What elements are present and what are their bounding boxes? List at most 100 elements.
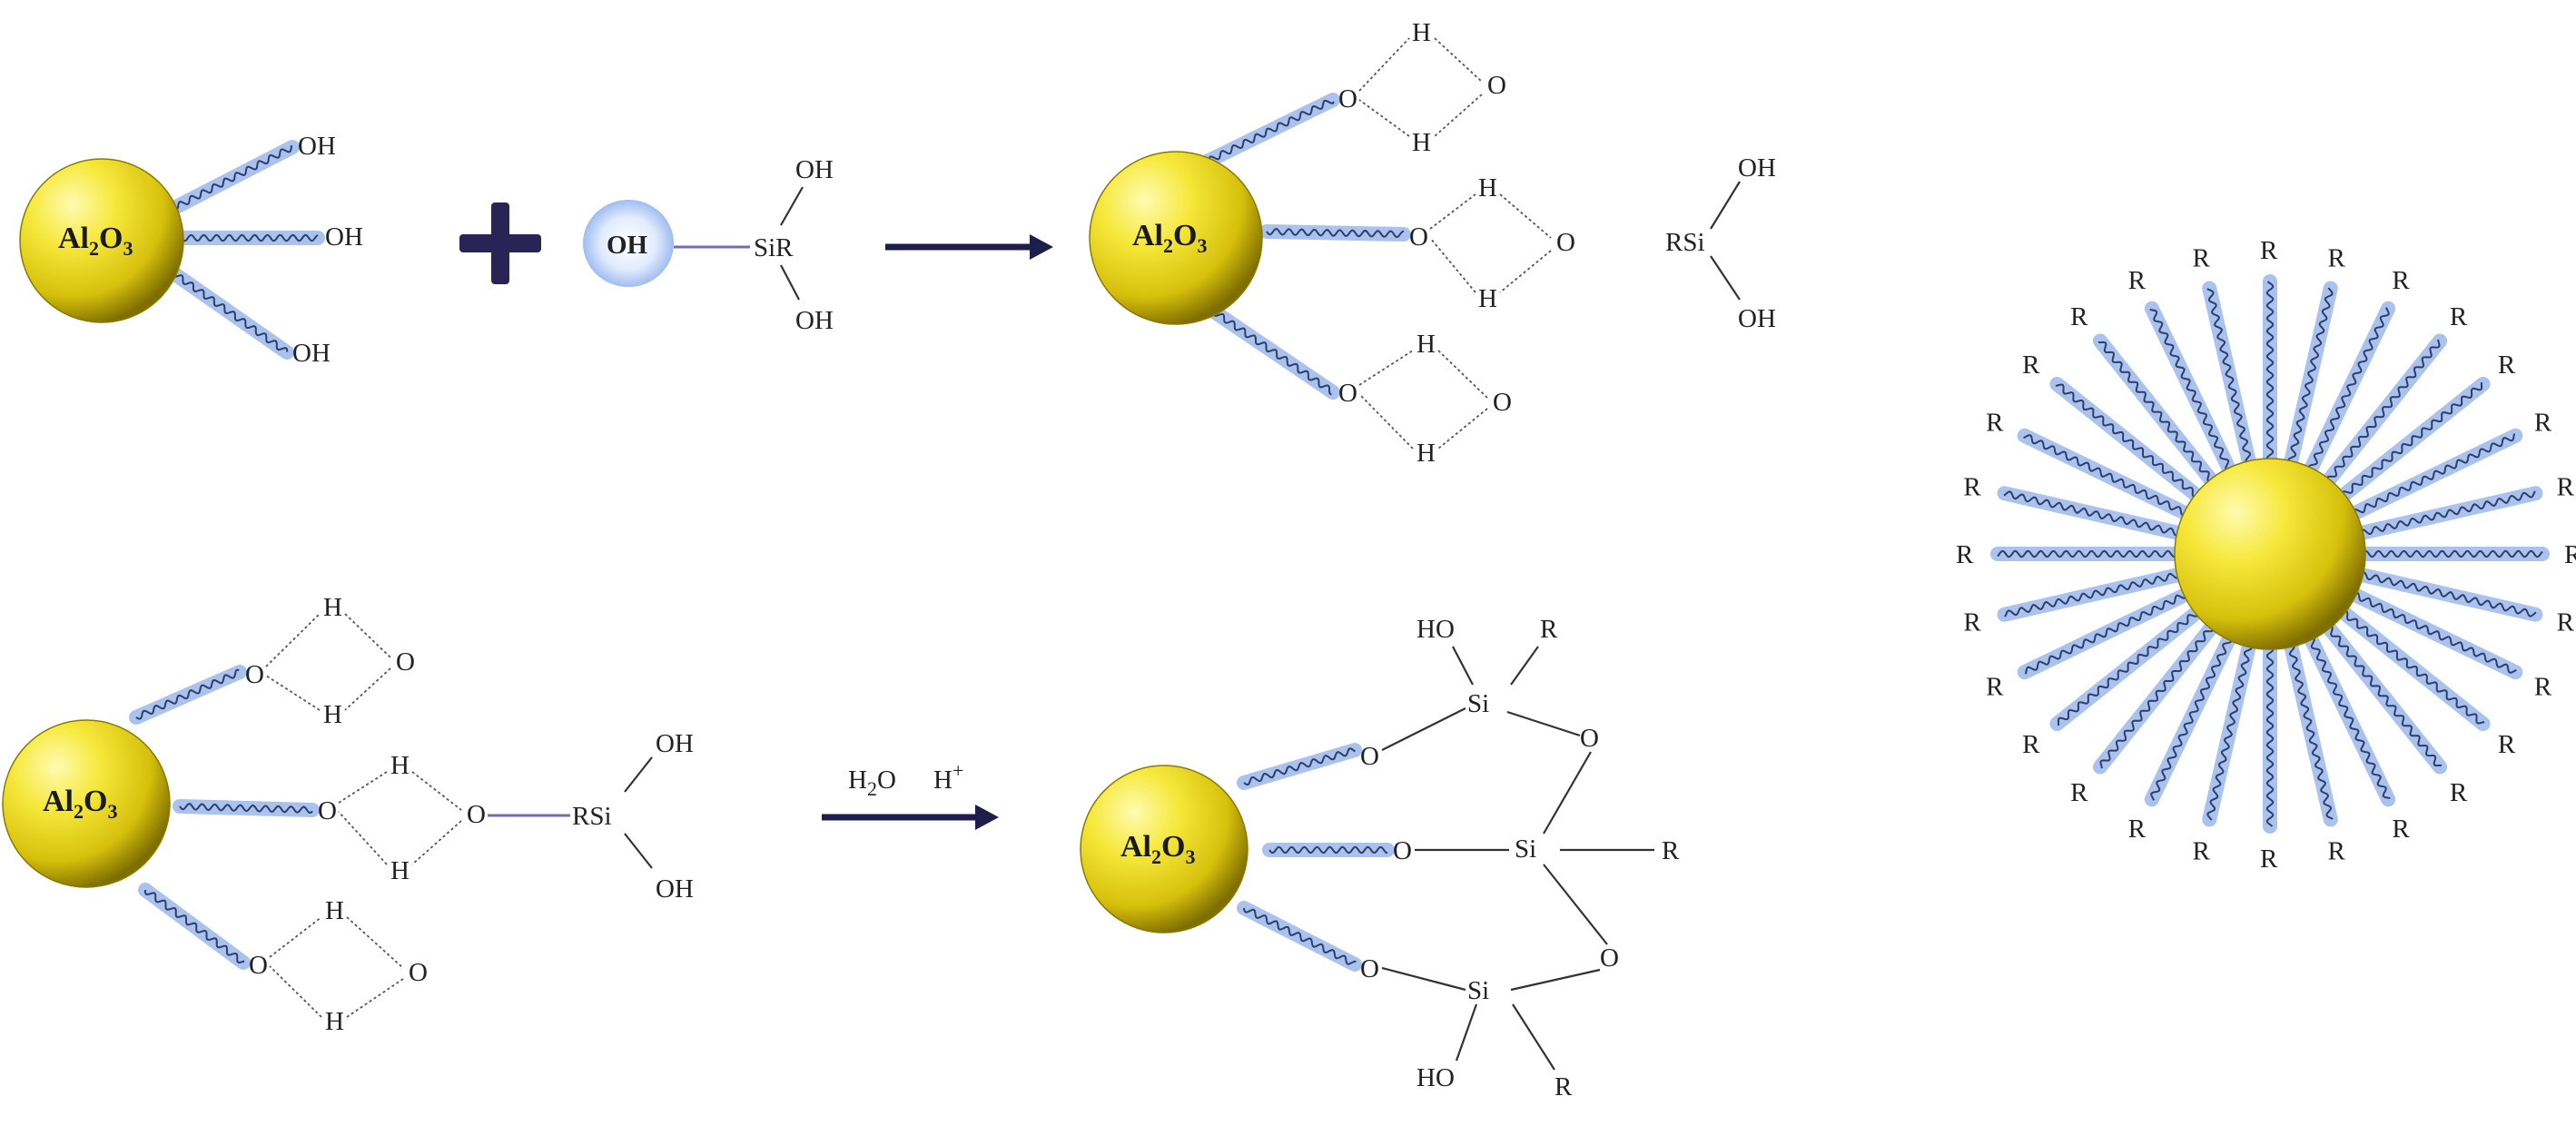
hydrogen-label: H xyxy=(390,751,410,780)
silicon-label: Si xyxy=(1467,689,1489,718)
reaction-arrow-2: H2O H+ xyxy=(822,759,999,830)
acid-condition: H+ xyxy=(933,759,963,795)
r-group-label: R xyxy=(2534,409,2552,438)
alumina-particle: Al2O3 xyxy=(1089,151,1263,325)
silane-triol-molecule: RSi OH OH xyxy=(1665,153,1776,333)
oxygen-label: O xyxy=(467,800,486,829)
r-group-label: R xyxy=(2128,815,2147,844)
oxygen-label: O xyxy=(1409,222,1428,252)
oxygen-label: O xyxy=(1360,742,1379,771)
oxygen-label: O xyxy=(1580,724,1599,753)
corona-chain xyxy=(2206,288,2255,471)
silane-oh-bottom: OH xyxy=(1738,304,1776,333)
silanol-molecule: OH SiR OH OH xyxy=(583,155,834,335)
corona-chain xyxy=(1997,549,2185,558)
alumina-particle: Al2O3 xyxy=(1080,765,1249,933)
r-group-label: R xyxy=(1986,672,2004,701)
silanol-oh-label: OH xyxy=(607,231,648,260)
oxygen-label: O xyxy=(409,958,428,987)
oxygen-label: O xyxy=(1487,71,1506,100)
r-group-label: R xyxy=(1986,409,2004,438)
r-group-label: R xyxy=(2392,266,2410,295)
corona-chain xyxy=(2003,490,2187,537)
corona-chain xyxy=(2285,637,2334,820)
hydroxyl-label: HO xyxy=(1416,615,1455,644)
corona-chain xyxy=(2347,433,2516,519)
corona-chain xyxy=(2336,607,2485,725)
silane-oh-top: OH xyxy=(656,729,694,758)
hydroxyl-label: HO xyxy=(1416,1063,1455,1092)
reaction-arrow-1 xyxy=(885,234,1053,260)
surface-chain-halo xyxy=(173,799,320,817)
surface-chain xyxy=(181,233,319,242)
oxygen-label: O xyxy=(1360,954,1379,983)
r-group-label: R xyxy=(1963,608,1981,637)
hydrogen-label: H xyxy=(1478,284,1497,313)
silane-label: RSi xyxy=(572,802,612,831)
r-group-label: R xyxy=(2564,540,2576,569)
silanol-oh-bottom: OH xyxy=(795,306,834,335)
corona-chain xyxy=(2322,621,2443,767)
oxygen-label: O xyxy=(396,647,415,677)
hydroxyl-label: OH xyxy=(292,339,331,368)
oxygen-label: O xyxy=(245,660,264,689)
hydroxyl-label: OH xyxy=(298,132,336,161)
alumina-particle: Al2O3 xyxy=(19,158,184,323)
corona-chain xyxy=(2149,308,2235,477)
surface-chain xyxy=(179,803,313,815)
particle-label: Al2O3 xyxy=(1132,219,1207,257)
surface-chain xyxy=(172,145,293,212)
oxygen-label: O xyxy=(1556,228,1575,257)
corona-chain xyxy=(2004,569,2187,617)
r-group-label: R xyxy=(2022,730,2040,759)
corona-chain xyxy=(2057,606,2203,726)
r-group-label: R xyxy=(2557,472,2575,501)
corona-chain xyxy=(2265,281,2275,469)
r-group-label: R xyxy=(2498,730,2516,759)
particle-sphere xyxy=(19,158,184,323)
corona-chain xyxy=(2024,588,2193,675)
hydrogen-label: H xyxy=(1416,330,1436,359)
hydrogen-label: H xyxy=(325,896,344,925)
silicon-label: Si xyxy=(1467,976,1489,1005)
r-group-label: R xyxy=(2450,302,2468,331)
particle-label: Al2O3 xyxy=(58,222,133,260)
hydrogen-label: H xyxy=(325,1007,344,1036)
corona-chain xyxy=(2353,571,2537,617)
corona-chain xyxy=(2265,639,2275,827)
silicon-label: Si xyxy=(1515,835,1536,864)
water-condition: H2O xyxy=(848,765,896,800)
r-group-label: R xyxy=(2392,815,2410,844)
hydrogen-label: H xyxy=(1478,173,1497,202)
particle-sphere xyxy=(2174,458,2366,650)
hydrogen-label: H xyxy=(323,593,342,622)
particle-label: Al2O3 xyxy=(1120,830,1195,868)
oxygen-label: O xyxy=(1338,84,1357,114)
surface-chain-halo xyxy=(1196,93,1340,171)
r-group-label: R xyxy=(2260,236,2278,265)
corona-chain xyxy=(2287,287,2334,471)
surface-chain xyxy=(1268,845,1387,854)
oxygen-label: O xyxy=(1393,836,1412,865)
hydrogen-label: H xyxy=(323,700,342,729)
surface-chain-halo xyxy=(165,140,300,216)
hydrogen-label: H xyxy=(1412,18,1431,47)
corona-chain xyxy=(2206,637,2253,821)
silane-label: RSi xyxy=(1665,228,1705,257)
corona-chain xyxy=(2355,549,2543,558)
r-group-label: R xyxy=(2557,608,2575,637)
silanol-sir-label: SiR xyxy=(754,233,794,262)
hydroxyl-label: OH xyxy=(325,222,363,252)
surface-chains xyxy=(129,93,1411,972)
plus-sign xyxy=(459,202,541,284)
hydrogen-label: H xyxy=(1412,128,1431,157)
r-group-label: R xyxy=(2070,778,2088,807)
surface-chain xyxy=(1243,907,1357,965)
surface-chain xyxy=(135,668,240,720)
r-group-label: R xyxy=(2498,351,2516,380)
corona-chain xyxy=(2305,631,2391,800)
r-group-label: R xyxy=(2260,844,2278,874)
